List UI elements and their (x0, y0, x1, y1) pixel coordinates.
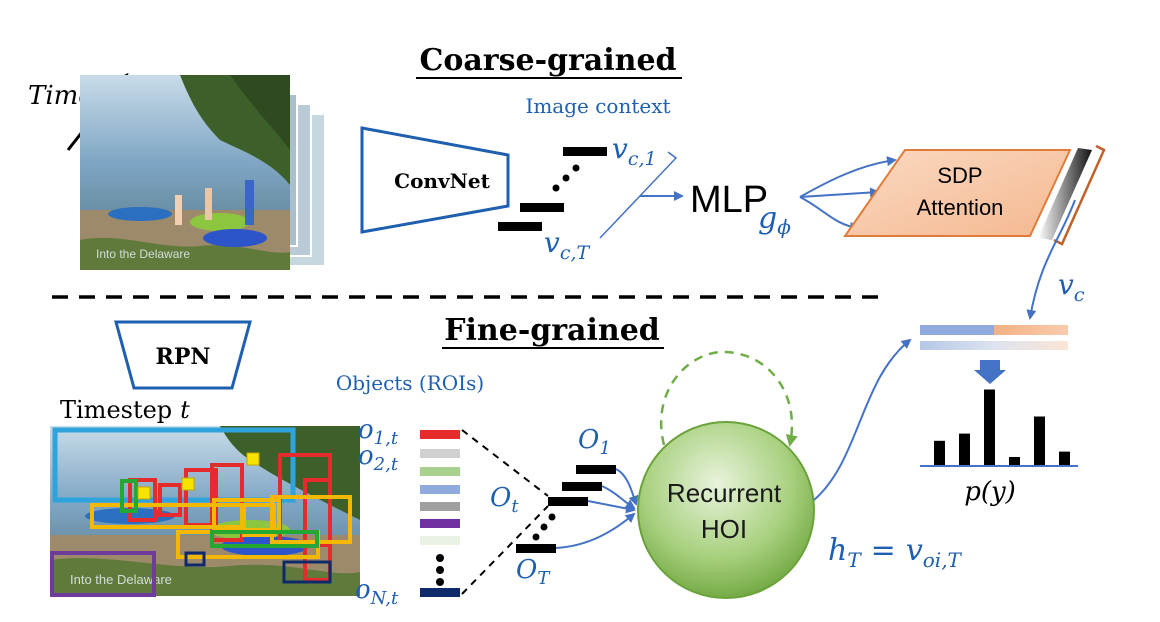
roi-box-5 (128, 478, 157, 522)
objects-label: Objects (ROIs) (336, 371, 484, 395)
roi-box-12 (242, 503, 276, 537)
frame-watermark: Into the Delaware (96, 247, 190, 261)
roi-box-14 (210, 530, 319, 548)
rpn-label: RPN (156, 344, 211, 370)
histogram-bar-2 (959, 433, 970, 466)
roi-swatch-1 (420, 430, 460, 439)
mlp-to-sdp-arrow-k (799, 187, 880, 198)
context-feature-staircase (498, 147, 607, 231)
roi-swatch-6 (420, 519, 460, 528)
roi-swatch-2 (420, 449, 460, 458)
hoi-label-line2: HOI (701, 514, 747, 544)
O1-label: O1 (578, 425, 611, 459)
roi-highlight-1 (246, 452, 260, 466)
roi-frame: Into the Delaware (50, 426, 360, 596)
concat-feature-bar (920, 325, 1068, 335)
fine-grained-title: Fine-grained (444, 313, 660, 348)
vc-label: vc (1058, 268, 1085, 306)
roi-box-13 (120, 479, 138, 513)
video-frame-stack: Into the Delaware (80, 75, 326, 270)
context-bracket (599, 151, 678, 239)
oT-to-hoi-arrow (555, 512, 636, 549)
video-frame-front: Into the Delaware (80, 75, 290, 270)
roi-swatch-7 (420, 536, 460, 545)
o2t-label: o2,t (358, 441, 399, 475)
mlp-to-sdp-arrow-v (799, 196, 860, 232)
coarse-grained-title: Coarse-grained (419, 43, 676, 78)
vc-arrow (1026, 199, 1076, 320)
histogram-bar-5 (1034, 416, 1045, 466)
concat-feature-bar-shadow (920, 341, 1068, 350)
histogram-bar-1 (934, 440, 945, 466)
o1-to-hoi-arrow (615, 468, 639, 506)
roi-highlight-3 (181, 477, 195, 491)
image-context-label: Image context (525, 94, 670, 118)
mlp-label: MLP (690, 179, 768, 221)
vcT-label: vc,T (544, 226, 591, 264)
hoi-label-line1: Recurrent (667, 478, 782, 508)
recurrence-loop-arrow (659, 350, 798, 447)
roi-swatch-5 (420, 502, 460, 511)
sdp-label-line1: SDP (937, 163, 982, 188)
roi-swatch-last (420, 588, 460, 597)
attention-output-bracket (1053, 144, 1106, 246)
convnet-label: ConvNet (394, 169, 490, 193)
pool-line-top (461, 429, 549, 497)
sdp-attention-block (843, 149, 1072, 237)
predict-arrow (974, 360, 1006, 384)
hoi-to-concat-arrow (813, 338, 912, 501)
histogram-bar-4 (1009, 457, 1020, 466)
Ot-label: Ot (490, 483, 519, 517)
vc1-label: vc,1 (612, 132, 657, 170)
roi-box-17 (282, 560, 332, 584)
roi-ellipsis-dots (436, 554, 444, 586)
histogram-bar-6 (1059, 451, 1070, 466)
roi-swatch-3 (420, 467, 460, 476)
output-histogram (934, 389, 1070, 466)
convnet-block (360, 126, 510, 234)
object-feature-staircase (516, 465, 616, 553)
ot-to-hoi-arrow (587, 500, 636, 514)
mlp-subscript: gϕ (758, 201, 791, 239)
mlp-to-sdp-arrow-q (799, 156, 897, 198)
sdp-label-line2: Attention (917, 195, 1004, 220)
recurrent-hoi-node (637, 421, 815, 599)
roi-frame-watermark: Into the Delaware (70, 572, 172, 587)
roi-box-1 (52, 427, 296, 503)
roi-box-group (50, 427, 352, 597)
roi-box-15 (50, 551, 156, 597)
rpn-block (114, 320, 252, 390)
roi-highlight-2 (137, 486, 151, 500)
o1t-label: o1,t (358, 415, 399, 449)
ont-label: oN,t (355, 575, 399, 609)
py-label: p(y) (964, 477, 1016, 507)
roi-box-7 (158, 483, 182, 517)
roi-feature-swatches (420, 430, 460, 545)
roi-box-16 (184, 551, 206, 567)
attention-output-bar (1038, 148, 1092, 240)
roi-swatch-4 (420, 485, 460, 494)
histogram-bar-3 (984, 389, 995, 466)
OT-label: OT (516, 555, 551, 589)
hT-equation: hT=voi,T (828, 533, 963, 572)
